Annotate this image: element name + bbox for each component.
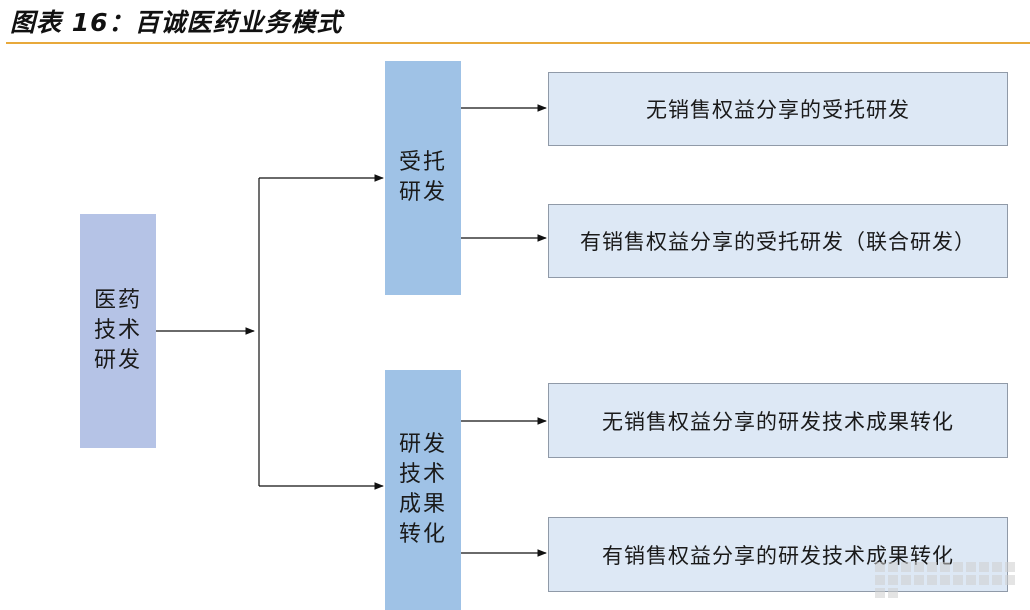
leaf-node: 无销售权益分享的研发技术成果转化 — [548, 383, 1008, 458]
root-node-label: 医药 技术 研发 — [93, 288, 142, 373]
branch-node-tech-transfer: 研发 技术 成果 转化 — [385, 370, 461, 610]
leaf-node: 无销售权益分享的受托研发 — [548, 72, 1008, 146]
leaf-node-label: 有销售权益分享的受托研发（联合研发） — [580, 230, 976, 254]
figure-header: 图表 16：百诚医药业务模式 — [0, 0, 1030, 44]
leaf-node-label: 无销售权益分享的研发技术成果转化 — [602, 409, 954, 434]
branch-node-label: 研发 技术 成果 转化 — [398, 432, 447, 547]
figure-title: 图表 16：百诚医药业务模式 — [10, 8, 343, 37]
branch-node-label: 受托 研发 — [398, 150, 447, 205]
leaf-node: 有销售权益分享的受托研发（联合研发） — [548, 204, 1008, 278]
leaf-node-label: 无销售权益分享的受托研发 — [646, 98, 910, 122]
header-rule — [6, 42, 1030, 44]
branch-node-contract-rd: 受托 研发 — [385, 61, 461, 295]
root-node: 医药 技术 研发 — [80, 214, 156, 448]
watermark-pixels — [875, 562, 1025, 598]
